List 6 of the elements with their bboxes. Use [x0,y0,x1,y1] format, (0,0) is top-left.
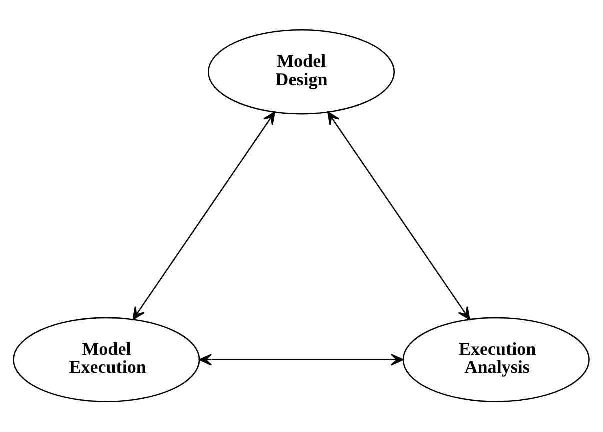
node-ellipse: Model Design [208,30,396,115]
node-ellipse: Model Execution [13,317,200,402]
arrow [132,112,276,320]
arrow [199,354,404,366]
arrow [328,112,470,320]
node-ellipse: Execution Analysis [402,317,590,402]
